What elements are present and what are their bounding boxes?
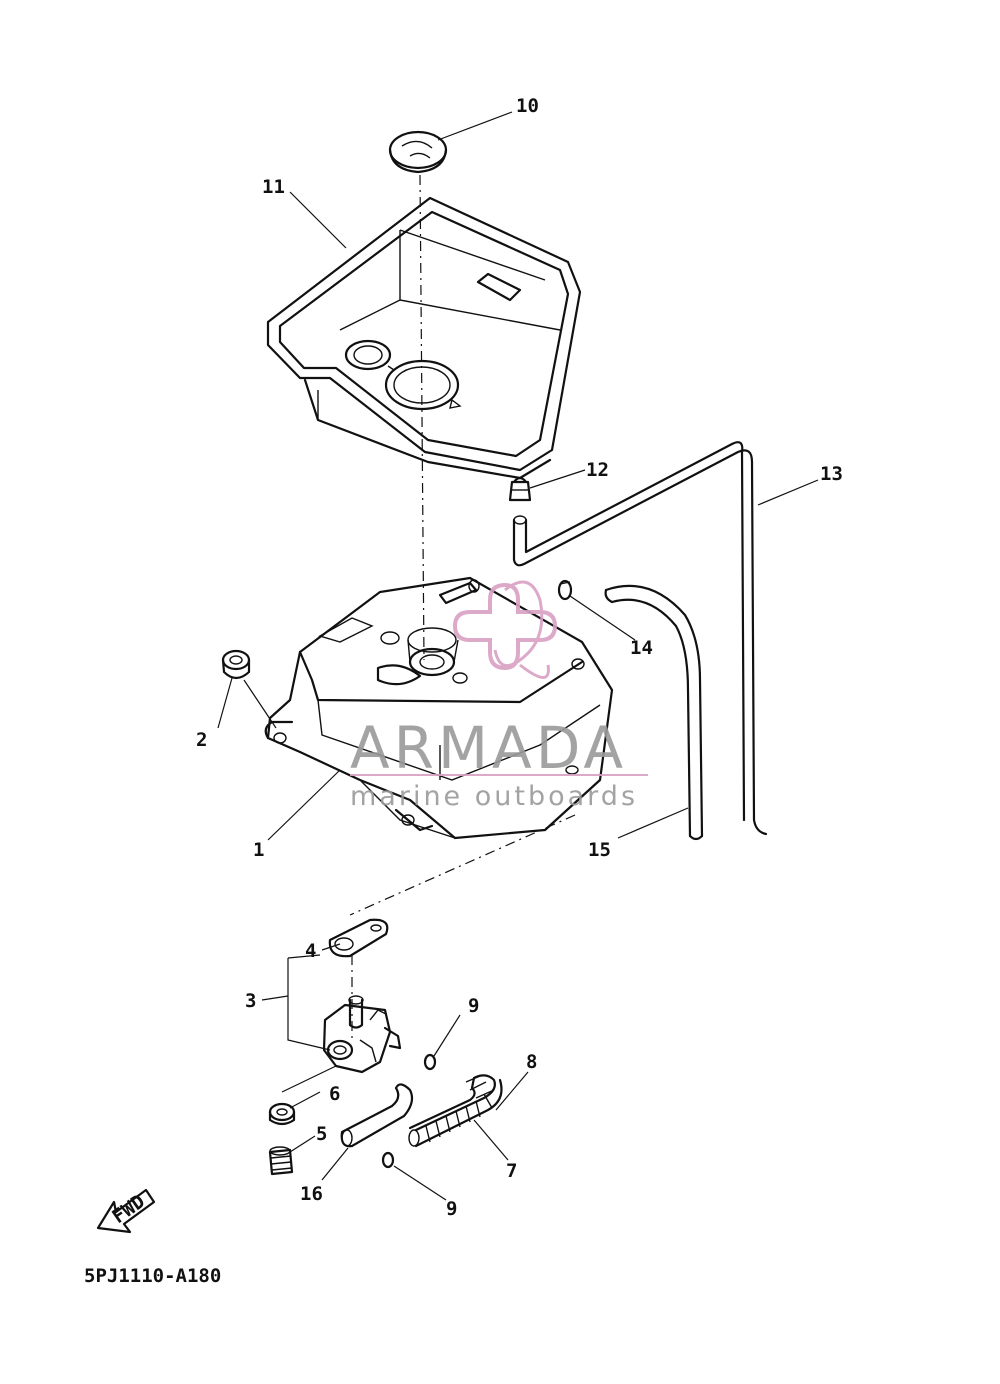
callout-16[interactable]: 16 [300, 1183, 323, 1205]
part-11-tank-tray[interactable] [266, 196, 582, 480]
part-14-hose-clip[interactable] [557, 579, 573, 601]
callout-6[interactable]: 6 [329, 1083, 340, 1105]
part-9-clip-lower[interactable] [381, 1151, 395, 1169]
callout-12[interactable]: 12 [586, 459, 609, 481]
callout-1[interactable]: 1 [253, 839, 264, 861]
callout-numbers: 10 11 12 13 14 15 2 1 4 3 9 8 6 5 7 16 9 [196, 95, 843, 1220]
part-5-drain-screw[interactable] [268, 1146, 294, 1176]
part-4-gasket[interactable] [328, 918, 389, 958]
watermark: ARMADA marine outboards [350, 580, 648, 812]
callout-13[interactable]: 13 [820, 463, 843, 485]
fwd-label: FWD [108, 1190, 149, 1228]
part-12-vent-fitting[interactable] [508, 476, 532, 502]
part-1-fuel-tank[interactable] [264, 576, 614, 840]
alignment-line-cock [349, 814, 576, 916]
part-6-washer[interactable] [268, 1102, 296, 1126]
callout-10[interactable]: 10 [516, 95, 539, 117]
part-3-fuel-cock[interactable] [322, 995, 402, 1074]
callout-7[interactable]: 7 [506, 1160, 517, 1182]
part-15-drain-hose[interactable] [604, 584, 704, 841]
watermark-tagline: marine outboards [350, 781, 638, 812]
part-9-clip-upper[interactable] [423, 1053, 437, 1071]
diagram-code: 5PJ1110-A180 [84, 1265, 221, 1287]
callout-3[interactable]: 3 [245, 990, 256, 1012]
callout-9-lower[interactable]: 9 [446, 1198, 457, 1220]
callout-4[interactable]: 4 [305, 940, 316, 962]
callout-2[interactable]: 2 [196, 729, 207, 751]
callout-8[interactable]: 8 [526, 1051, 537, 1073]
part-10-filler-cap[interactable] [388, 130, 448, 174]
callout-14[interactable]: 14 [630, 637, 653, 659]
fwd-arrow-icon: FWD [96, 1188, 156, 1234]
part-16-fuel-hose[interactable] [340, 1083, 414, 1148]
watermark-logo [452, 580, 558, 679]
part-2-grommet[interactable] [221, 649, 251, 680]
watermark-brand: ARMADA [350, 714, 627, 782]
callout-5[interactable]: 5 [316, 1123, 327, 1145]
callout-11[interactable]: 11 [262, 176, 285, 198]
callout-9-upper[interactable]: 9 [468, 995, 479, 1017]
part-13-vent-hose[interactable] [512, 441, 768, 836]
leader-lines [217, 111, 819, 1201]
alignment-line-cap [419, 174, 425, 661]
callout-15[interactable]: 15 [588, 839, 611, 861]
part-7-8-hose-protector[interactable] [408, 1074, 503, 1148]
